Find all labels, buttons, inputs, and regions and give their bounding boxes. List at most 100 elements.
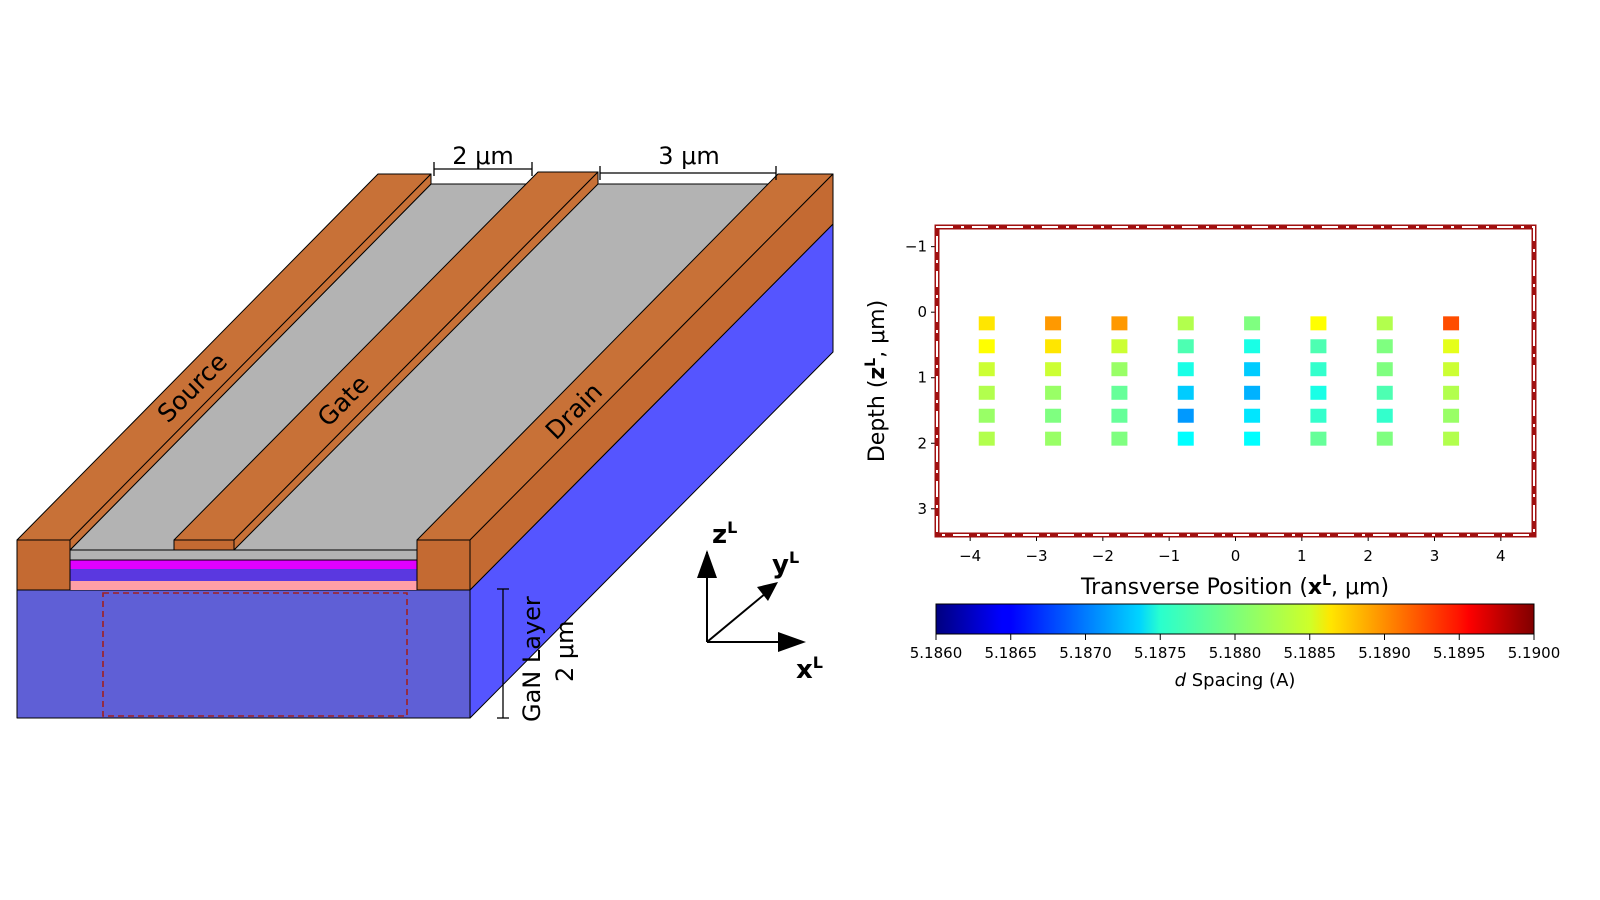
data-cell <box>1376 431 1393 446</box>
colorbar <box>935 603 1535 635</box>
data-cell <box>1244 431 1261 446</box>
y-arrow-head <box>757 582 778 601</box>
data-cell <box>1443 339 1460 354</box>
x-tick-label: −2 <box>1092 547 1114 565</box>
data-cell <box>1310 362 1327 377</box>
data-cell <box>1310 431 1327 446</box>
y-tick-label: −1 <box>905 238 927 256</box>
x-arrow-head <box>778 632 806 652</box>
dim-drain-gap <box>599 166 777 180</box>
colorbar-tick-label: 5.1895 <box>1433 644 1486 662</box>
colorbar-tick-label: 5.1865 <box>985 644 1038 662</box>
dim-drain-gap-label: 3 μm <box>658 142 720 170</box>
axes-icon <box>697 550 806 652</box>
colorbar-tick-label: 5.1885 <box>1284 644 1337 662</box>
y-tick-label: 0 <box>917 303 927 321</box>
magenta-layer <box>70 560 417 569</box>
data-cell <box>978 385 995 400</box>
x-tick-label: 2 <box>1363 547 1373 565</box>
roi-dashed-box <box>102 592 408 717</box>
data-cell <box>1177 385 1194 400</box>
z-axis-label: zL <box>712 518 737 550</box>
source-front <box>16 539 71 591</box>
data-cell <box>1111 408 1128 423</box>
data-cell <box>1376 362 1393 377</box>
data-cell <box>1111 362 1128 377</box>
y-tick-label: 1 <box>917 369 927 387</box>
dim-gate-gap <box>433 162 533 176</box>
data-cell <box>1045 385 1062 400</box>
colorbar-tick-label: 5.1875 <box>1134 644 1187 662</box>
x-tick-label: −3 <box>1025 547 1047 565</box>
y-tick-label: 2 <box>917 434 927 452</box>
layer-name-label: GaN Layer <box>518 596 546 722</box>
y-axis-title: Depth (zL, μm) <box>863 300 890 462</box>
data-cell <box>1177 408 1194 423</box>
drain-front <box>416 539 471 591</box>
data-cell <box>978 431 995 446</box>
data-cell <box>978 316 995 331</box>
channel-front <box>69 549 418 561</box>
data-cell <box>1244 408 1261 423</box>
data-cell <box>1376 408 1393 423</box>
colorbar-tick-label: 5.1880 <box>1209 644 1262 662</box>
data-cell <box>1045 431 1062 446</box>
gan-block-front <box>16 589 471 719</box>
y-axis-label: yL <box>772 548 799 580</box>
blue-layer <box>70 569 417 581</box>
x-ticks: −4 −3 −2 −1 0 1 2 3 4 <box>959 535 1506 565</box>
data-cell <box>1045 316 1062 331</box>
x-tick-label: 1 <box>1297 547 1307 565</box>
colorbar-tick-label: 5.1900 <box>1508 644 1561 662</box>
data-cell <box>1111 431 1128 446</box>
colorbar-ticks: 5.1860 5.1865 5.1870 5.1875 5.1880 5.1885 5.18… <box>910 634 1561 662</box>
data-cell <box>1045 339 1062 354</box>
plot-frame-dashes <box>936 226 1535 536</box>
data-cell <box>1443 316 1460 331</box>
data-cell <box>978 339 995 354</box>
x-axis-title: Transverse Position (xL, μm) <box>1080 573 1389 600</box>
data-cell <box>1376 316 1393 331</box>
data-cell <box>1177 362 1194 377</box>
x-tick-label: 4 <box>1496 547 1506 565</box>
data-cell <box>1244 385 1261 400</box>
data-cell <box>1244 339 1261 354</box>
data-cells <box>978 316 1460 446</box>
x-tick-label: −4 <box>959 547 981 565</box>
x-tick-label: 3 <box>1430 547 1440 565</box>
data-cell <box>1111 316 1128 331</box>
dim-gate-gap-label: 2 μm <box>452 142 514 170</box>
colorbar-label: d Spacing (A) <box>1175 670 1296 691</box>
colorbar-tick-label: 5.1870 <box>1059 644 1112 662</box>
y-tick-label: 3 <box>917 500 927 518</box>
data-cell <box>1443 408 1460 423</box>
x-tick-label: 0 <box>1231 547 1241 565</box>
data-cell <box>1111 339 1128 354</box>
y-axis-arrow <box>706 592 767 643</box>
data-cell <box>1244 316 1261 331</box>
device-schematic <box>16 171 834 719</box>
data-cell <box>1376 385 1393 400</box>
data-cell <box>1443 362 1460 377</box>
data-cell <box>1310 339 1327 354</box>
x-tick-label: −1 <box>1158 547 1180 565</box>
data-cell <box>1177 339 1194 354</box>
data-cell <box>978 408 995 423</box>
data-cell <box>1443 385 1460 400</box>
data-cell <box>1045 408 1062 423</box>
data-cell <box>1111 385 1128 400</box>
colorbar-tick-label: 5.1890 <box>1358 644 1411 662</box>
dspacing-chart: −4 −3 −2 −1 0 1 2 3 4 −1 0 1 2 3 <box>905 224 1537 565</box>
pink-layer <box>70 581 417 590</box>
y-ticks: −1 0 1 2 3 <box>905 238 937 518</box>
plot-area-background <box>937 227 1534 535</box>
data-cell <box>1310 408 1327 423</box>
data-cell <box>1310 316 1327 331</box>
z-arrow-head <box>697 550 717 578</box>
data-cell <box>1443 431 1460 446</box>
data-cell <box>978 362 995 377</box>
colorbar-tick-label: 5.1860 <box>910 644 963 662</box>
data-cell <box>1045 362 1062 377</box>
dim-layer-thickness <box>497 588 509 719</box>
